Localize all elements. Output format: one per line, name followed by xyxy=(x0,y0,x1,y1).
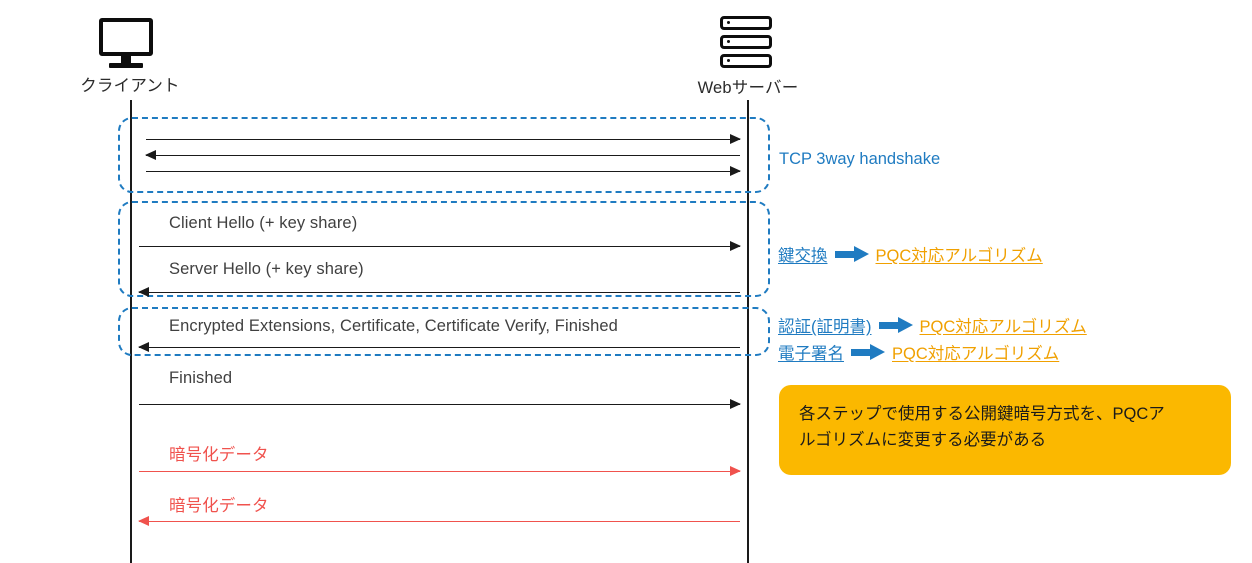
message-arrow-server-hello xyxy=(138,287,740,297)
annotation-digital-signature-source: 電子署名 xyxy=(778,345,844,363)
block-arrow-shaft xyxy=(878,322,899,329)
arrowhead-right-icon xyxy=(730,466,741,476)
message-line xyxy=(139,403,740,405)
message-line xyxy=(146,154,740,156)
message-label-encrypted-extensions: Encrypted Extensions, Certificate, Certi… xyxy=(169,317,618,335)
lifeline-server xyxy=(747,100,749,563)
message-arrow-tcp-ack xyxy=(146,166,741,176)
block-arrow-tip xyxy=(897,317,913,333)
message-arrow-encrypted-data-in xyxy=(138,516,740,526)
monitor-icon xyxy=(99,18,161,70)
arrowhead-left-icon xyxy=(145,150,156,160)
phase-box-auth xyxy=(118,307,770,356)
message-line xyxy=(146,170,740,172)
right-block-arrow-icon xyxy=(878,317,913,333)
annotation-tcp: TCP 3way handshake xyxy=(779,150,940,169)
arrowhead-right-icon xyxy=(730,166,741,176)
message-arrow-tcp-synack xyxy=(145,150,740,160)
right-block-arrow-icon xyxy=(851,344,885,360)
message-label-encrypted-data-out: 暗号化データ xyxy=(169,446,269,464)
callout-line-2: ルゴリズムに変更する必要がある xyxy=(799,431,1047,449)
annotation-auth-certificate: 認証(証明書) PQC対応アルゴリズム xyxy=(778,313,1087,337)
message-line xyxy=(139,520,740,522)
phase-box-key-exchange xyxy=(118,201,770,297)
arrowhead-left-icon xyxy=(138,516,149,526)
actor-server-label: Webサーバー xyxy=(697,79,799,97)
monitor-neck xyxy=(121,56,131,64)
right-block-arrow-icon xyxy=(834,246,869,262)
message-arrow-tcp-syn xyxy=(146,134,741,144)
actor-client: クライアント xyxy=(40,18,220,96)
actor-server: Webサーバー xyxy=(658,14,838,98)
callout-note: 各ステップで使用する公開鍵暗号方式を、PQCア ルゴリズムに変更する必要がある xyxy=(779,385,1231,475)
annotation-auth-certificate-source: 認証(証明書) xyxy=(778,318,872,336)
server-unit-3 xyxy=(720,54,772,68)
block-arrow-shaft xyxy=(834,251,855,258)
annotation-tcp-label: TCP 3way handshake xyxy=(779,150,941,168)
lifeline-client xyxy=(130,100,132,563)
message-label-server-hello: Server Hello (+ key share) xyxy=(169,260,364,278)
monitor-screen xyxy=(99,18,153,56)
server-unit-2 xyxy=(720,35,772,49)
annotation-digital-signature-target: PQC対応アルゴリズム xyxy=(892,345,1060,363)
block-arrow-tip xyxy=(870,344,885,360)
annotation-digital-signature: 電子署名 PQC対応アルゴリズム xyxy=(778,340,1059,364)
message-line xyxy=(139,245,740,247)
block-arrow-shaft xyxy=(851,349,871,356)
message-line xyxy=(139,346,740,348)
arrowhead-right-icon xyxy=(730,134,741,144)
server-rack-icon xyxy=(720,14,776,72)
arrowhead-left-icon xyxy=(138,287,149,297)
server-led-3 xyxy=(727,59,730,63)
message-arrow-finished xyxy=(139,399,741,409)
monitor-base xyxy=(109,63,143,68)
block-arrow-tip xyxy=(853,246,869,262)
message-arrow-encrypted-extensions xyxy=(138,342,740,352)
server-unit-1 xyxy=(720,16,772,30)
phase-box-tcp xyxy=(118,117,770,193)
message-line xyxy=(146,138,740,140)
arrowhead-right-icon xyxy=(730,399,741,409)
callout-line-1: 各ステップで使用する公開鍵暗号方式を、PQCア xyxy=(799,405,1165,423)
message-label-finished: Finished xyxy=(169,369,233,387)
annotation-auth-certificate-target: PQC対応アルゴリズム xyxy=(919,318,1087,336)
annotation-key-exchange-target: PQC対応アルゴリズム xyxy=(875,247,1043,265)
message-label-encrypted-data-in: 暗号化データ xyxy=(169,497,269,515)
message-line xyxy=(139,470,740,472)
arrowhead-left-icon xyxy=(138,342,149,352)
annotation-key-exchange: 鍵交換 PQC対応アルゴリズム xyxy=(778,242,1043,266)
message-arrow-client-hello xyxy=(139,241,741,251)
actor-client-label: クライアント xyxy=(80,77,180,95)
annotation-key-exchange-source: 鍵交換 xyxy=(778,247,828,265)
arrowhead-right-icon xyxy=(730,241,741,251)
server-led-2 xyxy=(727,40,730,44)
server-led-1 xyxy=(727,21,730,25)
message-line xyxy=(139,291,740,293)
message-arrow-encrypted-data-out xyxy=(139,466,741,476)
message-label-client-hello: Client Hello (+ key share) xyxy=(169,214,358,232)
